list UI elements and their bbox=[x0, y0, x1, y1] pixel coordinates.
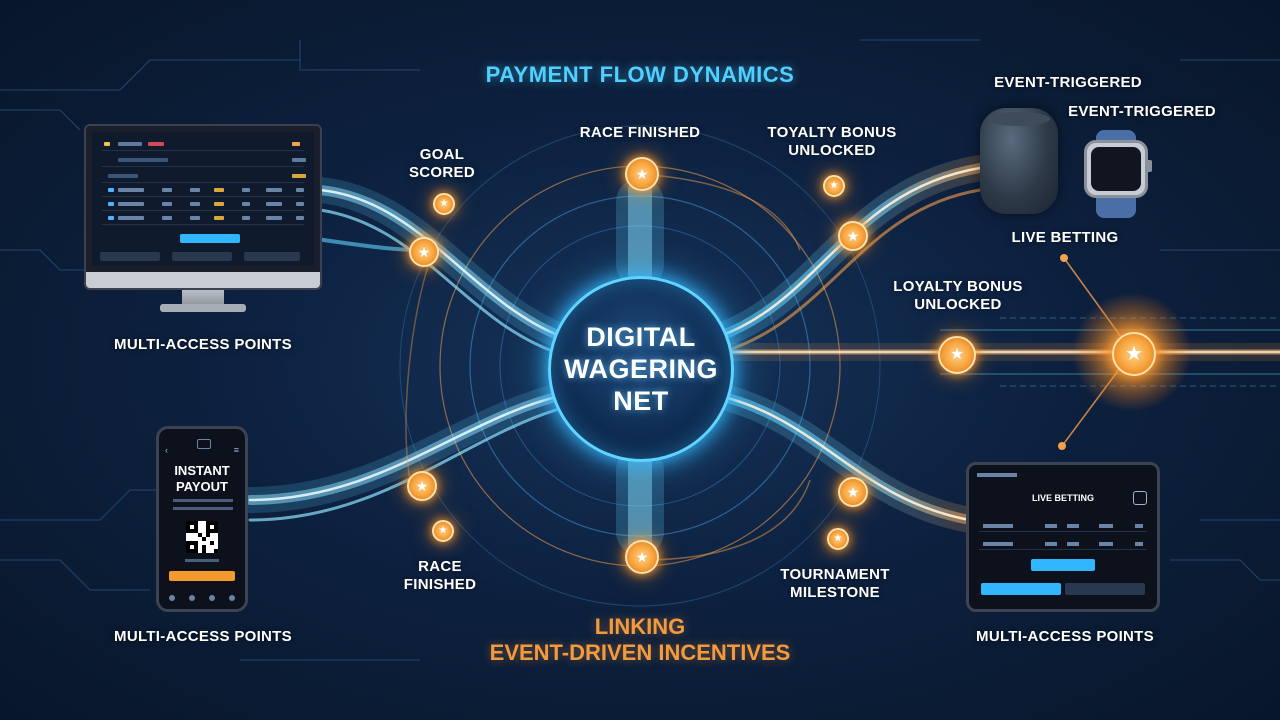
label-goal-scored: GOAL SCORED bbox=[409, 146, 475, 181]
star-icon: ★ bbox=[432, 520, 454, 542]
tablet-action-button bbox=[981, 583, 1061, 595]
label-event-triggered-1: EVENT-TRIGGERED bbox=[994, 74, 1142, 91]
phone-title-line1: INSTANT bbox=[174, 463, 230, 478]
left-upper-stream bbox=[248, 177, 573, 354]
smartwatch bbox=[1084, 140, 1148, 198]
star-icon: ★ bbox=[625, 157, 659, 191]
label-race-finished-top: RACE FINISHED bbox=[579, 124, 701, 141]
tablet-primary-button bbox=[1031, 559, 1095, 571]
phone-logo-icon bbox=[197, 439, 211, 449]
label-multi-access-bottom-right: MULTI-ACCESS POINTS bbox=[976, 628, 1154, 645]
right-upper-stream bbox=[707, 155, 993, 354]
star-icon: ★ bbox=[625, 540, 659, 574]
concentric-rings bbox=[399, 125, 881, 607]
hub-line1: DIGITAL bbox=[586, 322, 696, 352]
tablet-secondary-button bbox=[1065, 583, 1145, 595]
tablet-title: LIVE BETTING bbox=[1031, 493, 1094, 503]
title-linking-incentives: LINKING EVENT-DRIVEN INCENTIVES bbox=[440, 614, 840, 666]
desktop-monitor bbox=[84, 124, 322, 312]
menu-icon: ≡ bbox=[233, 445, 239, 455]
star-icon: ★ bbox=[938, 336, 976, 374]
label-multi-access-top-left: MULTI-ACCESS POINTS bbox=[114, 336, 292, 353]
tablet-table-row bbox=[979, 539, 1147, 550]
star-icon: ★ bbox=[827, 528, 849, 550]
star-icon: ★ bbox=[838, 221, 868, 251]
monitor-secondary-button bbox=[244, 252, 300, 261]
monitor-screen bbox=[84, 124, 322, 290]
vertical-beams bbox=[616, 178, 664, 556]
tablet-device: LIVE BETTING bbox=[966, 462, 1160, 612]
smart-speaker bbox=[980, 108, 1058, 214]
phone-title-line2: PAYOUT bbox=[175, 479, 228, 494]
monitor-table-row bbox=[102, 214, 304, 225]
tablet-settings-icon bbox=[1133, 491, 1147, 505]
label-tournament-milestone: TOURNAMENT MILESTONE bbox=[780, 566, 890, 601]
star-icon: ★ bbox=[409, 237, 439, 267]
qr-code-icon bbox=[186, 521, 218, 553]
label-race-finished-bottom: RACE FINISHED bbox=[403, 558, 477, 593]
label-live-betting: LIVE BETTING bbox=[1011, 229, 1119, 246]
star-icon: ★ bbox=[823, 175, 845, 197]
title-bottom-line1: LINKING bbox=[594, 614, 686, 639]
hub-line2: WAGERING bbox=[563, 354, 718, 384]
monitor-secondary-button bbox=[172, 252, 232, 261]
monitor-secondary-button bbox=[100, 252, 160, 261]
title-payment-flow-dynamics: PAYMENT FLOW DYNAMICS bbox=[485, 62, 795, 87]
label-toyalty-bonus: TOYALTY BONUS UNLOCKED bbox=[767, 124, 897, 159]
right-lower-stream bbox=[707, 383, 983, 533]
title-bottom-line2: EVENT-DRIVEN INCENTIVES bbox=[489, 640, 791, 665]
label-loyalty-bonus: LOYALTY BONUS UNLOCKED bbox=[893, 278, 1023, 313]
monitor-primary-button bbox=[180, 234, 240, 243]
monitor-table-row bbox=[102, 186, 304, 197]
phone-title: INSTANT PAYOUT bbox=[159, 463, 245, 495]
star-icon: ★ bbox=[1112, 332, 1156, 376]
star-icon: ★ bbox=[407, 471, 437, 501]
phone-nav-bar bbox=[169, 595, 235, 601]
star-icon: ★ bbox=[838, 477, 868, 507]
tablet-table-row bbox=[979, 521, 1147, 532]
mobile-phone: ‹ ≡ INSTANT PAYOUT bbox=[156, 426, 248, 612]
label-event-triggered-2: EVENT-TRIGGERED bbox=[1068, 103, 1216, 120]
monitor-header-row bbox=[102, 140, 304, 151]
circuit-lines bbox=[0, 39, 1280, 661]
label-multi-access-bottom-left: MULTI-ACCESS POINTS bbox=[114, 628, 292, 645]
back-chevron-icon: ‹ bbox=[165, 445, 168, 455]
phone-payout-button bbox=[169, 571, 235, 581]
hub-line3: NET bbox=[613, 386, 669, 416]
digital-wagering-hub: DIGITAL WAGERING NET bbox=[548, 276, 734, 462]
monitor-table-row bbox=[102, 200, 304, 211]
star-icon: ★ bbox=[433, 193, 455, 215]
